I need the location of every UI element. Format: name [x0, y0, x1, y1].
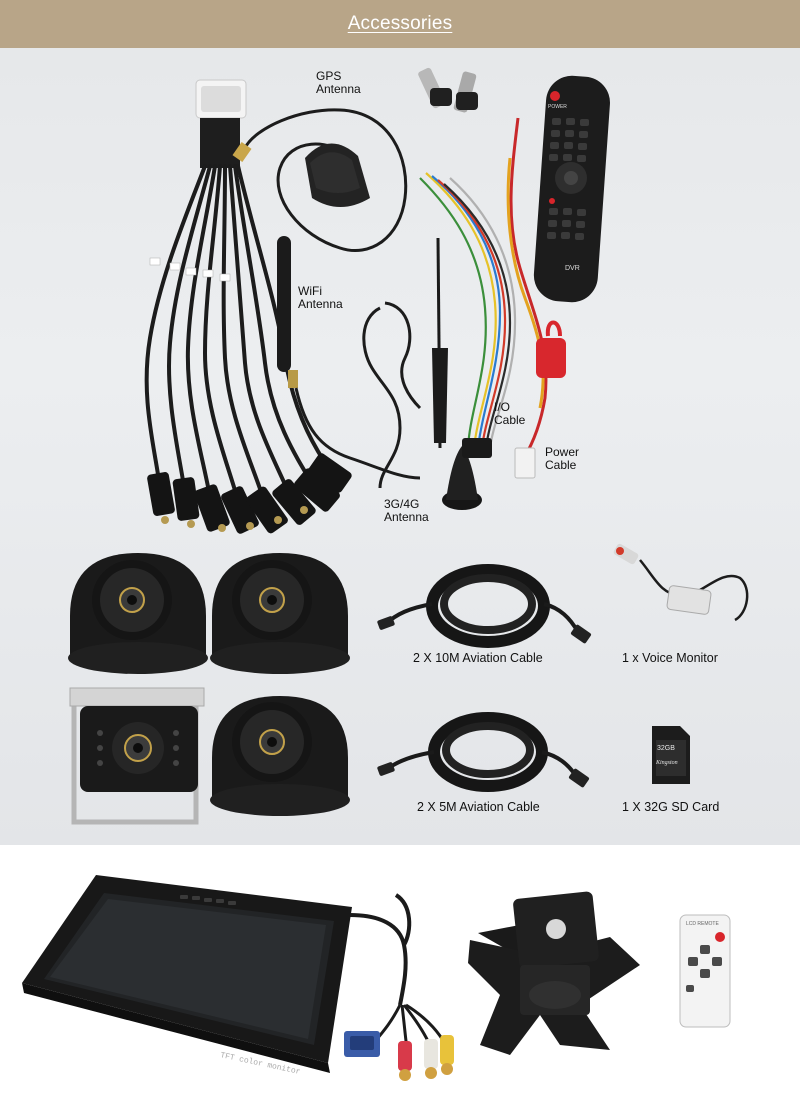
accessories-illustration: POWER DVR — [68, 67, 749, 825]
rear-camera-image — [69, 687, 205, 825]
dvr-remote-image: POWER DVR — [533, 75, 610, 303]
dome-camera-image — [68, 553, 208, 674]
monitor-illustration: TFT color monitor — [22, 875, 731, 1081]
dome-camera-image — [210, 696, 350, 816]
caption-voice-monitor: 1 x Voice Monitor — [622, 651, 718, 665]
io-cable-image — [419, 172, 517, 458]
aviation-cable-10m-image — [377, 564, 592, 648]
caption-aviation-cable-5m: 2 X 5M Aviation Cable — [417, 800, 540, 814]
wifi-antenna-image — [277, 236, 421, 480]
tft-monitor-image: TFT color monitor — [22, 875, 454, 1081]
dome-camera-image — [210, 553, 350, 674]
power-cable-image — [506, 117, 566, 479]
monitor-bracket-image — [468, 891, 640, 1055]
sd-card-image: 32GB Kingston — [652, 726, 690, 784]
lcd-remote-image: LCD REMOTE — [679, 914, 731, 1028]
section-title: Accessories — [347, 13, 453, 34]
lcd-remote-title: LCD REMOTE — [686, 921, 719, 927]
aviation-harness-image — [144, 79, 352, 534]
accessories-photo: POWER DVR — [0, 48, 800, 845]
remote-brand-text: DVR — [565, 265, 580, 272]
remote-power-text: POWER — [548, 104, 567, 110]
voice-monitor-image — [613, 543, 749, 622]
keys-image — [418, 67, 478, 113]
caption-aviation-cable-10m: 2 X 10M Aviation Cable — [413, 651, 543, 665]
gps-antenna-image — [232, 108, 408, 253]
section-header: Accessories — [0, 0, 800, 48]
caption-sd-card: 1 X 32G SD Card — [622, 800, 720, 814]
sd-brand-text: Kingston — [655, 760, 678, 766]
3g-4g-antenna-image — [362, 237, 482, 510]
sd-capacity-text: 32GB — [657, 745, 675, 752]
aviation-cable-5m-image — [377, 712, 590, 792]
monitor-photo: TFT color monitor — [0, 845, 800, 1115]
